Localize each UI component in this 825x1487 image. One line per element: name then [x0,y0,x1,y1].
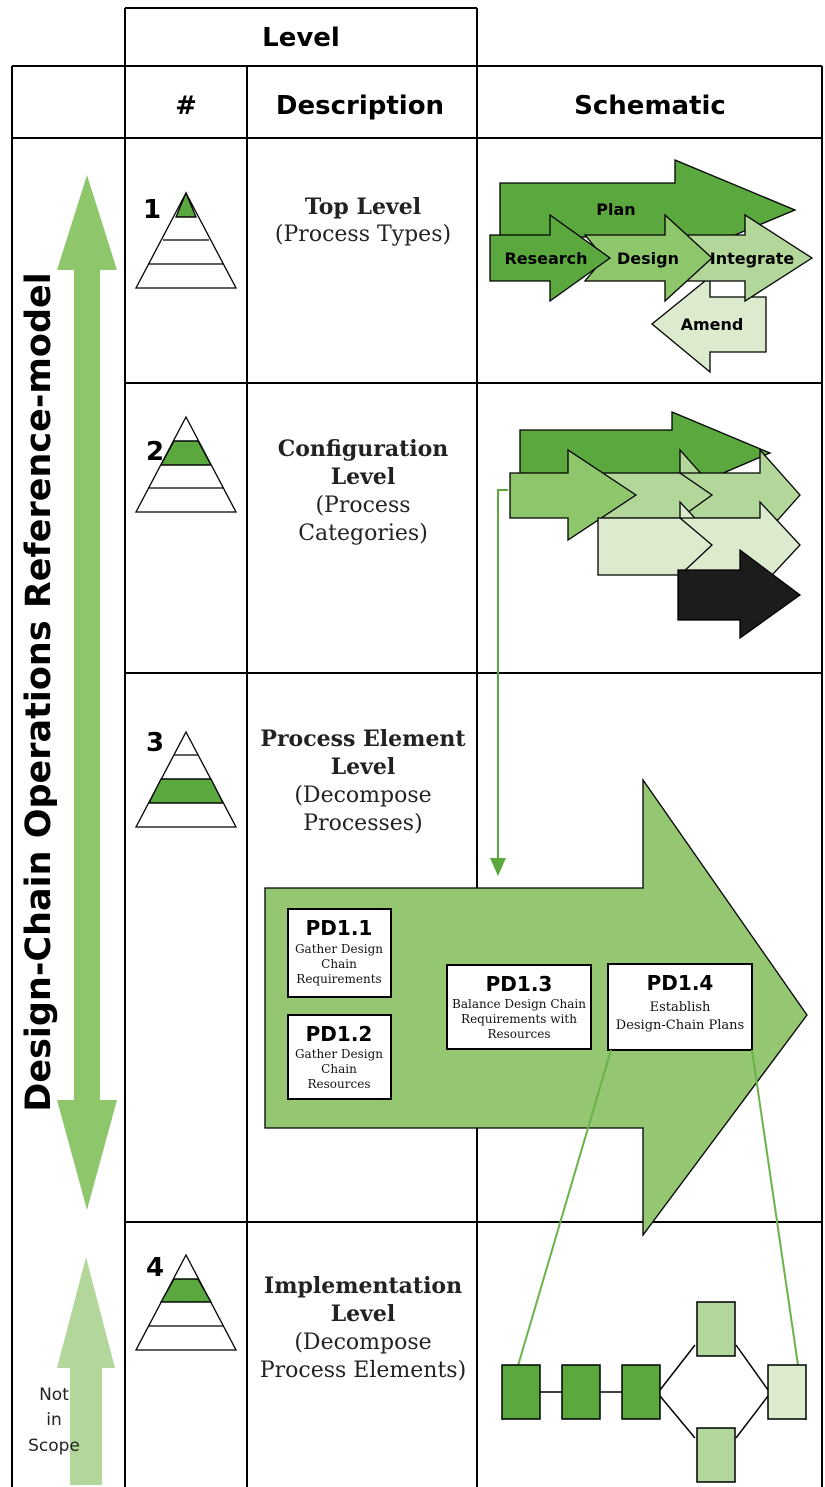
level-3-title-line-1: Process Element [260,726,466,752]
level-3-title-line-2: Level [331,754,396,780]
pd1-2-line-3: Resources [308,1077,371,1091]
pd1-3-line-2: Requirements with [461,1012,577,1026]
pd1-4-id: PD1.4 [647,971,714,995]
level-4-number: 4 [146,1253,164,1283]
level-3-pyramid [134,730,238,828]
level-1-schematic [489,159,814,374]
level-2-schematic [509,411,802,640]
header-number: # [175,91,197,121]
level-1-pyramid [134,191,238,289]
header-schematic: Schematic [574,91,726,121]
level-1-number: 1 [143,195,161,225]
impl-branch-bottom [696,1427,736,1483]
side-title: Design-Chain Operations Reference-model [19,272,59,1111]
table-grid [11,7,823,1487]
pd1-1-line-2: Chain [321,957,357,971]
header-description: Description [276,91,444,121]
level-4-title-line-1: Implementation [264,1273,462,1299]
impl-step-3 [621,1364,661,1420]
impl-step-1 [501,1364,541,1420]
impl-branch-top [696,1301,736,1357]
pd1-1-line-1: Gather Design [295,942,383,956]
level-4-subtitle-line-2: Process Elements) [260,1358,466,1383]
pd1-3-line-3: Resources [488,1027,551,1041]
level-4-subtitle-line-1: (Decompose [294,1330,431,1355]
level-3-subtitle-line-1: (Decompose [294,783,431,808]
zoom-lines [501,1049,807,1421]
level-4-title-line-2: Level [331,1301,396,1327]
design-label: Design [617,249,679,268]
pd1-4-box [607,963,753,1051]
level-3-subtitle-line-2: Processes) [303,811,422,836]
level-2-number: 2 [146,437,164,467]
level-2-subtitle-line-2: Categories) [298,521,428,546]
level-4-schematic [501,1301,807,1483]
pd1-1-box [287,908,392,998]
level-2-pyramid [134,415,238,513]
level-3-number: 3 [146,728,164,758]
integrate-label: Integrate [710,249,795,268]
pd1-2-box [287,1014,392,1100]
amend-label: Amend [681,315,744,334]
pd1-2-line-1: Gather Design [295,1047,383,1061]
connector-level2-to-level3 [490,489,508,876]
level-1-subtitle: (Process Types) [275,222,451,247]
research-label: Research [504,249,587,268]
pd1-3-id: PD1.3 [486,972,553,996]
pd1-4-line-1: Establish [650,1000,711,1015]
not-in-scope-line-1: Not [39,1385,69,1405]
level-2-title-line-1: Configuration [278,436,449,462]
header-level: Level [262,23,340,53]
pd1-4-line-2: Design-Chain Plans [616,1018,744,1033]
level-4-pyramid [134,1253,238,1351]
level-1-title: Top Level [305,194,421,220]
pd1-1-line-3: Requirements [296,972,381,986]
pd1-2-id: PD1.2 [306,1022,373,1046]
not-in-scope-line-2: in [46,1410,62,1430]
impl-step-2 [561,1364,601,1420]
not-in-scope-line-3: Scope [28,1436,80,1456]
research-arrow [489,213,612,303]
pd1-3-line-1: Balance Design Chain [452,997,586,1011]
plan-label: Plan [596,200,635,219]
pd1-1-id: PD1.1 [306,916,373,940]
amend-arrow [650,275,767,374]
impl-step-final [767,1364,807,1420]
pd1-3-box [446,964,592,1050]
level-2-subtitle-line-1: (Process [315,493,410,518]
pd1-2-line-2: Chain [321,1062,357,1076]
level-2-title-line-2: Level [331,464,396,490]
reference-model-double-arrow [57,175,117,1210]
not-in-scope-arrow [57,1257,115,1485]
